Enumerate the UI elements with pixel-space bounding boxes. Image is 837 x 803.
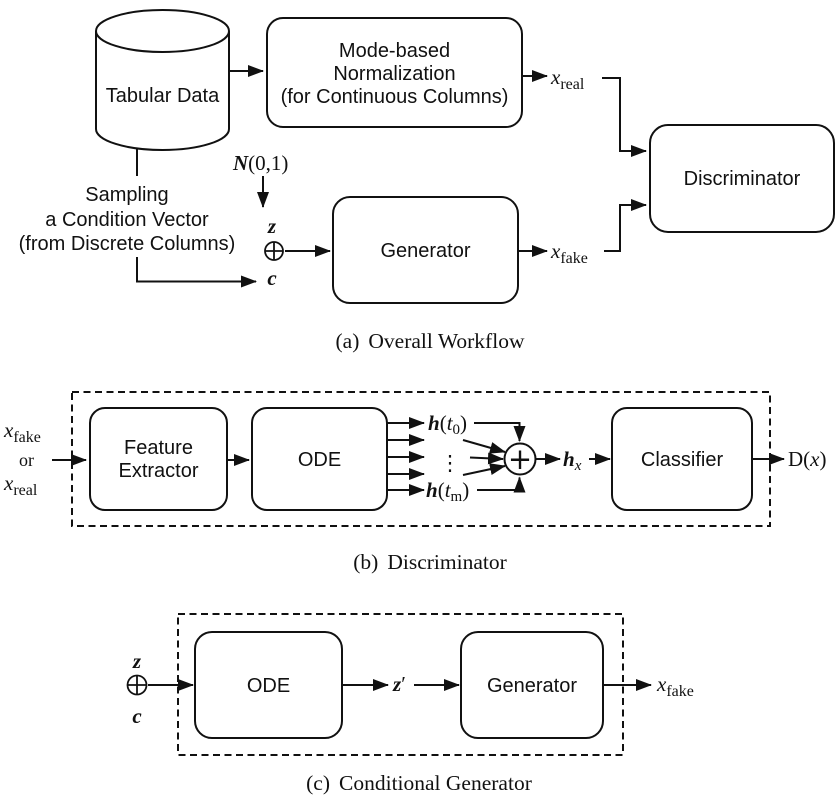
panel-a-overall-workflow: Tabular Data Mode-based Normalization (f… — [19, 9, 835, 353]
arrow-xreal-to-discriminator — [602, 77, 647, 157]
generator-label-c: Generator — [487, 675, 577, 697]
ode-box-b: ODE — [251, 407, 388, 511]
feature-extractor-box: Feature Extractor — [89, 407, 228, 511]
generator-dashed-border — [177, 613, 624, 756]
panel-b-discriminator: xfake or xreal Feature Extractor ODE — [3, 391, 827, 574]
cylinder-top — [95, 9, 230, 53]
arrow-hidden-to-sum-3 — [469, 452, 504, 465]
arrow-ht0-to-sum — [474, 422, 526, 442]
feature-extractor-rect — [89, 407, 228, 511]
discriminator-box: Discriminator — [649, 124, 835, 233]
x-real-label: xreal — [550, 65, 585, 93]
panel-c-conditional-generator: z c ODE z′ Generator xfake (c)Conditiona… — [126, 613, 694, 795]
normalization-rect — [266, 17, 523, 128]
normalization-box: Mode-based Normalization (for Continuous… — [266, 17, 523, 128]
tabular-data-label: Tabular Data — [106, 85, 220, 107]
arrow-sampling-to-c — [136, 257, 257, 288]
normalization-label-line2: Normalization — [333, 63, 455, 85]
sum-node-icon: + — [503, 442, 537, 476]
arrow-hidden-to-sum-4 — [462, 463, 506, 476]
normalization-label-line3: (for Continuous Columns) — [281, 86, 509, 108]
discriminator-label: Discriminator — [684, 168, 801, 190]
normalization-label-line1: Mode-based — [339, 40, 450, 62]
zprime-label: z′ — [392, 672, 406, 696]
oplus-icon-c — [126, 674, 148, 696]
arrow-htm-to-sum — [477, 476, 526, 493]
h-t0-label: h(t0) — [428, 411, 467, 438]
sampling-line3: (from Discrete Columns) — [19, 233, 236, 255]
noise-label: N(0,1) — [232, 151, 288, 175]
tabular-data-cylinder: Tabular Data — [95, 9, 230, 151]
caption-a: (a)Overall Workflow — [336, 329, 525, 353]
generator-rect-c — [460, 631, 604, 739]
sum-plus-glyph: + — [508, 442, 532, 476]
caption-c: (c)Conditional Generator — [306, 771, 532, 795]
dx-output-label: D(x) — [788, 447, 827, 471]
feature-extractor-label-line1: Feature — [124, 437, 193, 459]
z-label: z — [267, 214, 277, 238]
generator-rect-a — [332, 196, 519, 304]
generator-label-a: Generator — [380, 240, 470, 262]
generator-box-c: Generator — [460, 631, 604, 739]
vertical-ellipsis: ⋮ — [440, 451, 461, 475]
caption-b: (b)Discriminator — [353, 550, 507, 574]
oplus-icon — [264, 241, 284, 261]
cylinder-body — [95, 31, 230, 151]
classifier-rect — [611, 407, 753, 511]
x-fake-label-a: xfake — [550, 239, 588, 267]
ode-rect-c — [194, 631, 343, 739]
ode-label-c: ODE — [247, 675, 290, 697]
sampling-line2: a Condition Vector — [45, 209, 209, 231]
hx-label: hx — [563, 447, 582, 474]
discriminator-rect — [649, 124, 835, 233]
input-or-label: or — [19, 450, 34, 470]
ode-label-b: ODE — [298, 449, 341, 471]
feature-extractor-label-line2: Extractor — [118, 460, 198, 482]
h-tm-label: h(tm) — [426, 478, 469, 505]
ode-box-c: ODE — [194, 631, 343, 739]
classifier-box: Classifier — [611, 407, 753, 511]
z-label-c: z — [132, 649, 142, 673]
input-xfake-label: xfake — [3, 418, 41, 446]
sampling-annotation: Sampling a Condition Vector (from Discre… — [19, 184, 236, 255]
sampling-line1: Sampling — [85, 184, 168, 206]
x-fake-label-c: xfake — [656, 672, 694, 700]
input-xreal-label: xreal — [3, 471, 38, 499]
arrow-xfake-to-discriminator — [604, 199, 647, 252]
generator-box-a: Generator — [332, 196, 519, 304]
c-label: c — [267, 266, 277, 290]
classifier-label: Classifier — [641, 449, 724, 471]
c-label-c: c — [132, 704, 142, 728]
ode-rect-b — [251, 407, 388, 511]
arrow-hidden-to-sum-2 — [462, 439, 506, 454]
